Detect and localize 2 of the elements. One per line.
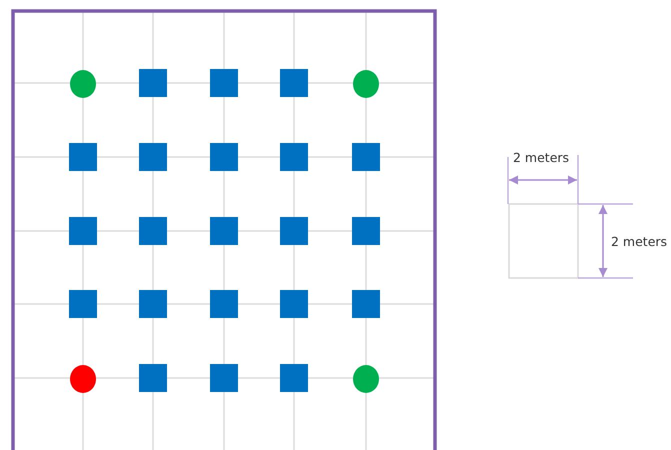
- dimension-label: 2 meters: [513, 152, 570, 164]
- dimension-label: 2 meters: [611, 236, 668, 248]
